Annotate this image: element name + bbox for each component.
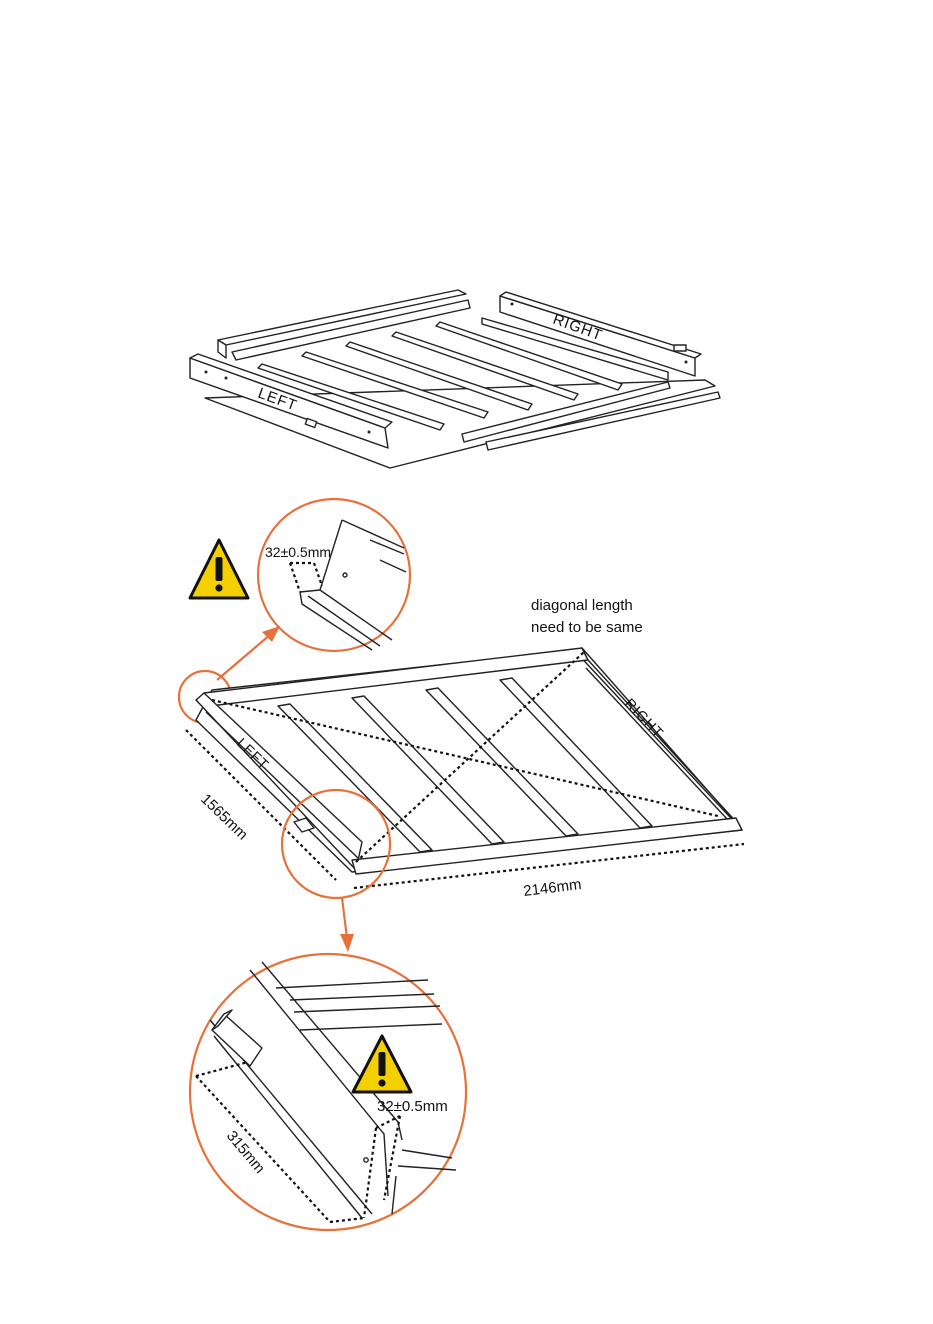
detail-bottom: 32±0.5mm 315mm xyxy=(190,954,466,1230)
detail-rail xyxy=(370,540,404,554)
detail-bottom-gap-label: 32±0.5mm xyxy=(377,1098,448,1115)
detail-rail xyxy=(398,1166,456,1170)
detail-rail xyxy=(290,994,434,1000)
detail-rail xyxy=(342,520,404,548)
width-dimension-label: 2146mm xyxy=(522,876,582,900)
assembled-view: 2146mm 1565mm LEFT RIGHT diagonal length… xyxy=(186,597,744,900)
detail-bottom-circle xyxy=(190,954,466,1230)
screw-hole xyxy=(511,303,514,306)
screw-hole xyxy=(205,371,208,374)
detail-rail xyxy=(308,596,380,646)
detail-top: 32±0.5mm xyxy=(258,499,410,651)
detail-top-gap-label: 32±0.5mm xyxy=(265,544,331,560)
diagonal-note-line1: diagonal length xyxy=(531,597,633,614)
detail-rail xyxy=(294,1006,440,1012)
warning-triangle-icon xyxy=(353,1036,411,1092)
dimension-line xyxy=(384,1116,400,1200)
screw-hole xyxy=(685,361,688,364)
right-side-panel-top xyxy=(500,292,701,358)
screw-hole xyxy=(225,377,228,380)
exploded-view: LEFT RIGHT xyxy=(190,290,720,468)
detail-top-circle xyxy=(258,499,410,651)
detail-rail xyxy=(300,590,320,592)
detail-rail xyxy=(300,1024,442,1030)
depth-dimension-label: 1565mm xyxy=(197,791,251,844)
dimension-line xyxy=(196,1076,330,1222)
dimension-line xyxy=(314,563,322,586)
diagonal-note-line2: need to be same xyxy=(531,619,643,636)
dimension-line xyxy=(376,1116,400,1128)
detail-rail xyxy=(392,1176,396,1214)
screw-hole xyxy=(364,1158,368,1162)
dimension-line xyxy=(330,1218,364,1222)
dimension-line xyxy=(364,1128,376,1218)
detail-rail xyxy=(380,560,406,572)
dimension-line xyxy=(290,563,300,592)
screw-hole xyxy=(343,573,347,577)
detail-rail xyxy=(402,1150,452,1158)
right-block xyxy=(674,345,686,351)
screw-hole xyxy=(368,431,371,434)
detail-bottom-offset-label: 315mm xyxy=(223,1128,268,1177)
warning-triangle-icon xyxy=(190,540,248,598)
detail-rail xyxy=(276,980,428,988)
